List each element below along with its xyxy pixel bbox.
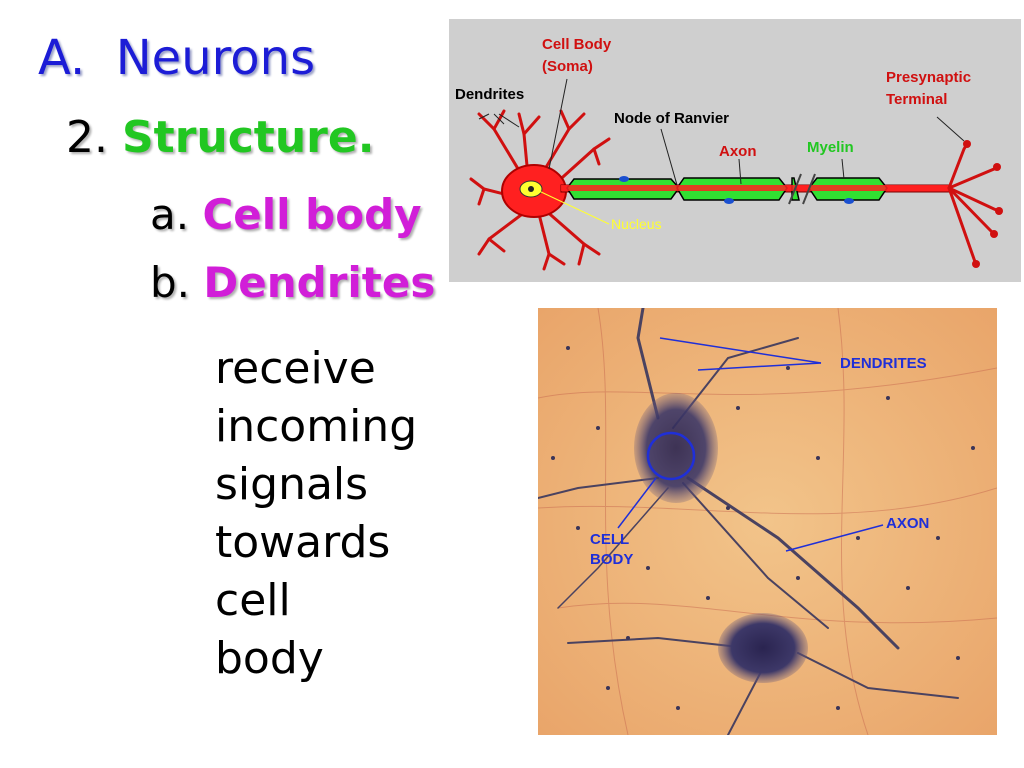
micro-label-axon: AXON (886, 515, 929, 532)
label-nucleus: Nucleus (611, 216, 662, 232)
terminal-knobs (963, 140, 1003, 268)
neuron-processes (538, 308, 959, 735)
schwann-nuclei (619, 176, 854, 204)
upper-cell-body (634, 393, 718, 503)
subitem-b: b. Dendrites (150, 258, 435, 307)
axon-core-overlay (561, 185, 951, 191)
description-line: receive (215, 343, 376, 394)
label-cell-body: Cell Body (542, 36, 612, 53)
label-terminal: Terminal (886, 91, 947, 108)
label-myelin: Myelin (807, 139, 854, 156)
description-line: signals (215, 459, 369, 510)
label-presynaptic: Presynaptic (886, 69, 971, 86)
structure-label: Structure. (121, 112, 375, 163)
neuron-micrograph: DENDRITES AXON CELL BODY (538, 308, 997, 735)
subitem-a-letter: a. (150, 190, 203, 239)
subitem-b-label: Dendrites (203, 258, 436, 307)
lower-cell-body (718, 613, 808, 683)
description-line: incoming (215, 401, 418, 452)
neuron-diagram: Cell Body (Soma) Dendrites Node of Ranvi… (449, 19, 1021, 282)
label-axon: Axon (719, 143, 757, 160)
slide-heading: A. Neurons (38, 30, 316, 86)
description-line: body (215, 633, 324, 684)
description-line: cell (215, 575, 291, 626)
subitem-a: a. Cell body (150, 190, 422, 239)
background-fibers (538, 308, 997, 735)
annotation-lines (617, 337, 884, 552)
micro-label-dendrites: DENDRITES (840, 355, 927, 372)
subitem-b-letter: b. (150, 258, 204, 307)
structure-subheading: 2. Structure. (66, 112, 374, 163)
stained-nuclei (551, 346, 975, 710)
nucleus-leader-line (538, 190, 610, 225)
description-line: towards (215, 517, 391, 568)
structure-number: 2. (66, 112, 122, 163)
micro-label-body: BODY (590, 551, 633, 568)
cell-body-highlight-circle (646, 431, 696, 481)
dendrite-description: receive incoming signals towards cell bo… (215, 340, 417, 688)
label-leader-lines (478, 78, 965, 186)
micro-label-cell: CELL (590, 531, 629, 548)
label-dendrites: Dendrites (455, 86, 524, 103)
nucleolus-shape (528, 186, 534, 192)
axon-break-marks (788, 173, 816, 205)
subitem-a-label: Cell body (202, 190, 422, 239)
label-node-of-ranvier: Node of Ranvier (614, 110, 729, 127)
label-soma: (Soma) (542, 58, 593, 75)
